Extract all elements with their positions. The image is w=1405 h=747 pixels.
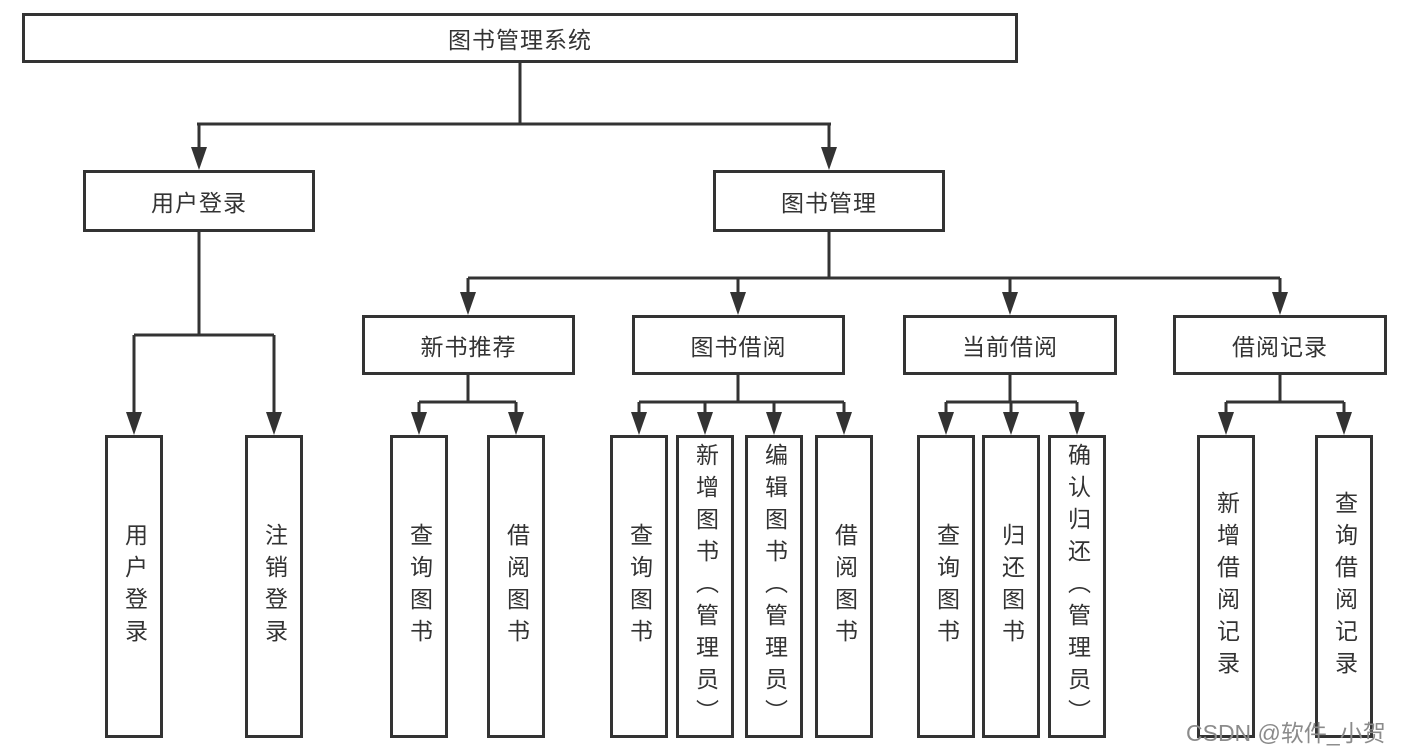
leaf-borrow-books: 借阅图书: [815, 435, 873, 738]
leaf-return-books: 归还图书: [982, 435, 1040, 738]
csdn-watermark: CSDN @软件_小贺同学: [1186, 720, 1386, 746]
leaf-borrow-books-recommend: 借阅图书: [487, 435, 545, 738]
node-book-borrowing: 图书借阅: [632, 315, 845, 375]
leaf-edit-books-admin: 编辑图书（管理员）: [745, 435, 803, 738]
leaf-confirm-return-admin: 确认归还（管理员）: [1048, 435, 1106, 738]
node-book-management: 图书管理: [713, 170, 945, 232]
leaf-query-borrow-record: 查询借阅记录: [1315, 435, 1373, 738]
leaf-query-books-current: 查询图书: [917, 435, 975, 738]
leaf-add-books-admin: 新增图书（管理员）: [676, 435, 734, 738]
leaf-query-books-borrow: 查询图书: [610, 435, 668, 738]
leaf-query-books-recommend: 查询图书: [390, 435, 448, 738]
leaf-add-borrow-record: 新增借阅记录: [1197, 435, 1255, 738]
node-user-login: 用户登录: [83, 170, 315, 232]
node-library-management-system: 图书管理系统: [22, 13, 1018, 63]
node-current-borrowing: 当前借阅: [903, 315, 1117, 375]
node-new-book-recommendation: 新书推荐: [362, 315, 575, 375]
leaf-user-login: 用户登录: [105, 435, 163, 738]
leaf-logout: 注销登录: [245, 435, 303, 738]
node-borrowing-records: 借阅记录: [1173, 315, 1387, 375]
